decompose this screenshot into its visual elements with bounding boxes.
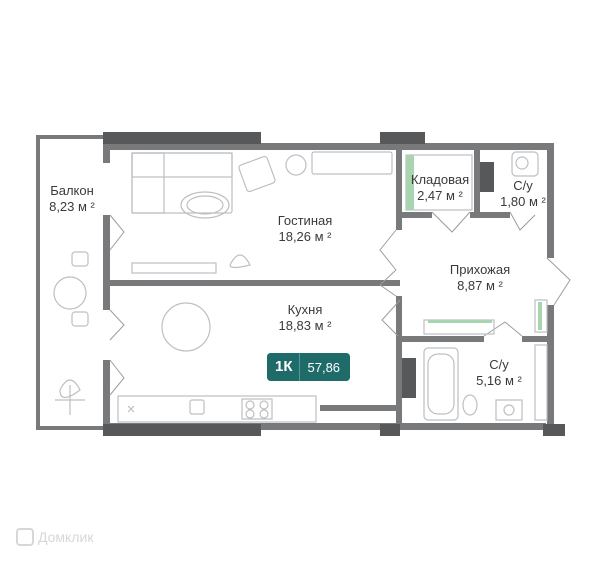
walls bbox=[36, 135, 554, 430]
room-name: Прихожая bbox=[449, 262, 511, 277]
room-area: 2,47 м ² bbox=[417, 188, 463, 203]
room-area: 8,87 м ² bbox=[457, 278, 503, 293]
apartment-badge: 1К 57,86 bbox=[267, 353, 351, 381]
room-label-bathroom-large: С/у 5,16 м ² bbox=[464, 357, 534, 389]
door-swings bbox=[109, 211, 571, 396]
room-name: Гостиная bbox=[277, 213, 333, 228]
watermark: Домклик bbox=[16, 528, 93, 546]
room-label-pantry: Кладовая 2,47 м ² bbox=[404, 172, 476, 204]
watermark-text: Домклик bbox=[38, 529, 94, 545]
room-name: Балкон bbox=[50, 183, 94, 198]
wall-accents bbox=[103, 132, 565, 436]
furniture bbox=[53, 151, 548, 423]
apartment-type: 1К bbox=[267, 353, 299, 381]
apartment-total-area: 57,86 bbox=[298, 353, 351, 381]
room-area: 18,26 м ² bbox=[278, 229, 332, 244]
room-label-balcony: Балкон 8,23 м ² bbox=[40, 183, 104, 215]
room-name: Кухня bbox=[287, 302, 323, 317]
room-label-bathroom-small: С/у 1,80 м ² bbox=[494, 178, 552, 210]
room-name: Кладовая bbox=[410, 172, 470, 187]
room-area: 5,16 м ² bbox=[476, 373, 522, 388]
room-area: 8,23 м ² bbox=[49, 199, 95, 214]
room-label-living: Гостиная 18,26 м ² bbox=[260, 213, 350, 245]
room-name: С/у bbox=[489, 357, 509, 372]
room-label-kitchen: Кухня 18,83 м ² bbox=[260, 302, 350, 334]
room-name: С/у bbox=[513, 178, 533, 193]
room-label-hallway: Прихожая 8,87 м ² bbox=[430, 262, 530, 294]
room-area: 18,83 м ² bbox=[278, 318, 332, 333]
room-area: 1,80 м ² bbox=[500, 194, 546, 209]
storage-accents bbox=[406, 155, 542, 330]
domclick-logo-icon bbox=[16, 528, 34, 546]
